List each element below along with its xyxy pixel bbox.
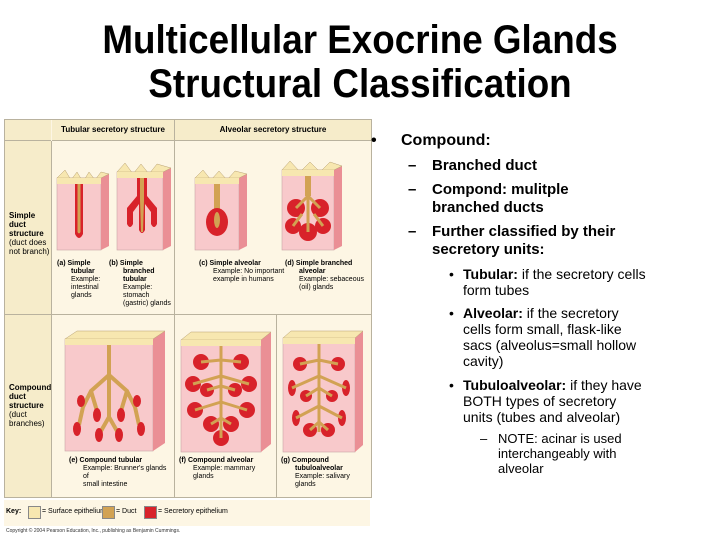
caption-f: (f) Compound alveolar Example: mammary g… <box>179 457 256 480</box>
sub-compond-1: Compond: mulitple <box>432 181 569 198</box>
item-alveolar-4: cavity) <box>463 353 504 369</box>
divider-bottom-2 <box>276 314 277 497</box>
gland-compound-alveolar <box>177 326 275 456</box>
key-surface-swatch <box>28 506 41 519</box>
note-line-1: NOTE: acinar is used <box>498 431 622 446</box>
bullet-compound: Compound: <box>401 132 491 149</box>
slide-title: Multicellular Exocrine Glands Structural… <box>0 18 720 106</box>
sub-branched-duct: Branched duct <box>432 157 538 174</box>
key-secretory-text: = Secretory epithelium <box>158 508 228 515</box>
key-duct-swatch <box>102 506 115 519</box>
row-compound-l3: structure <box>9 401 44 410</box>
note-line-2: interchangeably with <box>498 446 617 461</box>
item-tubuloalveolar-1: Tubuloalveolar: if they have <box>463 377 642 393</box>
caption-e: (e) Compound tubular Example: Brunner's … <box>69 457 167 488</box>
gland-simple-branched-alveolar <box>280 158 344 252</box>
gland-compound-tubuloalveolar <box>280 324 366 456</box>
dash-marker-note: – <box>480 431 488 446</box>
dash-marker-2: – <box>408 181 417 198</box>
caption-a: (a) Simple tubular Example: intestinal g… <box>57 260 101 299</box>
caption-b: (b) Simple branched tubular Example: sto… <box>109 260 171 307</box>
row-label-simple: Simple duct structure (duct does not bra… <box>5 141 52 314</box>
item-tubuloalveolar-3: units (tubes and alveolar) <box>463 409 621 425</box>
item-tubuloalveolar-2: BOTH types of secretory <box>463 393 617 409</box>
item-alveolar-3: sacs (alveolus=small hollow <box>463 337 637 353</box>
header-tubular: Tubular secretory structure <box>52 120 174 141</box>
bullet-dot-tubular: • <box>449 266 454 282</box>
row-divider <box>5 314 371 315</box>
sub-further-1: Further classified by their <box>432 223 616 240</box>
row-simple-l3: structure <box>9 229 44 238</box>
figure-key: Key: = Surface epithelium = Duct = Secre… <box>4 500 370 526</box>
sub-further-2: secretory units: <box>432 241 545 258</box>
row-compound-note2: branches) <box>9 419 45 428</box>
row-compound-note1: (duct <box>9 410 27 419</box>
dash-marker-3: – <box>408 223 417 240</box>
note-line-3: alveolar <box>498 461 544 476</box>
header-corner <box>5 120 51 141</box>
row-simple-l2: duct <box>9 220 26 229</box>
caption-g: (g) Compound tubuloalveolar Example: sal… <box>281 457 350 488</box>
row-compound-l2: duct <box>9 392 26 401</box>
dash-marker-1: – <box>408 157 417 174</box>
row-compound-l1: Compound <box>9 383 52 392</box>
item-alveolar-1: Alveolar: if the secretory <box>463 305 619 321</box>
title-line-1: Multicellular Exocrine Glands <box>102 18 618 62</box>
divider-bottom-1 <box>174 314 175 497</box>
bullet-dot-alveolar: • <box>449 305 454 321</box>
key-duct-text: = Duct <box>116 508 137 515</box>
caption-c: (c) Simple alveolar Example: No importan… <box>199 260 285 283</box>
item-tubular-1: Tubular: if the secretory cells <box>463 266 646 282</box>
key-label: Key: <box>6 508 22 515</box>
divider-top <box>174 120 175 314</box>
row-label-compound: Compound duct structure (duct branches) <box>5 315 52 497</box>
gland-simple-tubular <box>55 168 111 252</box>
bullet-dot: • <box>371 132 377 149</box>
gland-simple-alveolar <box>193 168 249 252</box>
row-simple-note1: (duct does <box>9 238 47 247</box>
item-tubular-2: form tubes <box>463 282 530 298</box>
sub-compond-2: branched ducts <box>432 199 544 216</box>
item-alveolar-2: cells form small, flask-like <box>463 321 622 337</box>
gland-classification-figure: Tubular secretory structure Alveolar sec… <box>4 119 372 498</box>
bullet-dot-tubuloalveolar: • <box>449 377 454 393</box>
row-simple-note2: not branch) <box>9 247 50 256</box>
title-line-2: Structural Classification <box>148 62 572 106</box>
gland-compound-tubular <box>61 325 169 455</box>
row-simple-l1: Simple <box>9 211 36 220</box>
copyright-text: Copyright © 2004 Pearson Education, Inc.… <box>6 528 181 534</box>
gland-simple-branched-tubular <box>115 160 173 252</box>
header-alveolar: Alveolar secretory structure <box>175 120 371 141</box>
key-secretory-swatch <box>144 506 157 519</box>
key-surface-text: = Surface epithelium <box>42 508 107 515</box>
caption-d: (d) Simple branched alveolar Example: se… <box>285 260 364 291</box>
